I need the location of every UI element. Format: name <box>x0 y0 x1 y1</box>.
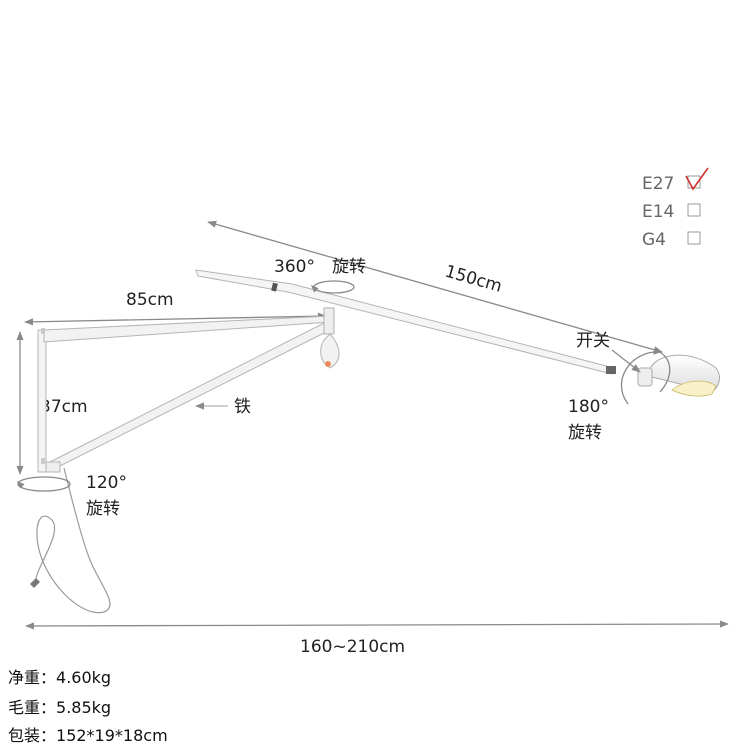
socket-option-e14: E14 <box>642 202 674 222</box>
rotation-angle-base: 120° <box>86 473 127 493</box>
checkmark-icon <box>685 167 709 191</box>
pivot-post <box>323 307 335 335</box>
lamp-shade <box>637 354 720 397</box>
socket-option-g4: G4 <box>642 230 666 250</box>
spec-gross-weight-value: 5.85kg <box>56 698 112 717</box>
iron-brace <box>45 321 331 471</box>
rotation-indicator-shade <box>621 348 662 405</box>
dim-line-total-span <box>25 620 729 630</box>
switch-label: 开关 <box>576 331 610 351</box>
dim-label-bracket-height: 37cm <box>40 397 88 417</box>
socket-option-e27: E27 <box>642 174 674 194</box>
material-label: 铁 <box>234 397 251 417</box>
lamp-structure <box>30 269 720 614</box>
power-cable <box>35 467 111 614</box>
rotation-indicator-arm <box>313 280 355 294</box>
rotation-label-shade: 旋转 <box>568 423 602 443</box>
dim-label-total-span: 160~210cm <box>300 637 405 657</box>
spec-package-label: 包装： <box>8 726 57 745</box>
socket-checkbox-g4[interactable] <box>687 231 701 245</box>
spec-gross-weight-label: 毛重： <box>8 698 57 717</box>
rotation-angle-shade: 180° <box>568 397 609 417</box>
rotation-label-base: 旋转 <box>86 499 120 519</box>
socket-checkbox-e14[interactable] <box>687 203 701 217</box>
socket-options: E27 E14 G4 <box>642 167 709 250</box>
spec-package-value: 152*19*18cm <box>56 726 168 745</box>
rotation-angle-arm: 360° <box>274 257 315 277</box>
dim-line-upper-arm <box>24 312 327 326</box>
dim-label-upper-arm: 85cm <box>126 290 174 310</box>
switch-pointer <box>611 349 641 373</box>
spec-net-weight: 净重：4.60kg <box>8 664 111 688</box>
rotation-indicator-base <box>17 476 71 492</box>
spec-net-weight-value: 4.60kg <box>56 668 112 687</box>
dim-line-arm-length <box>207 220 663 354</box>
spec-package: 包装：152*19*18cm <box>8 722 168 746</box>
wall-plate <box>37 329 47 473</box>
rotation-label-arm: 旋转 <box>332 257 366 277</box>
spec-net-weight-label: 净重： <box>8 668 57 687</box>
spec-gross-weight: 毛重：5.85kg <box>8 694 111 718</box>
upper-arm <box>43 315 331 343</box>
